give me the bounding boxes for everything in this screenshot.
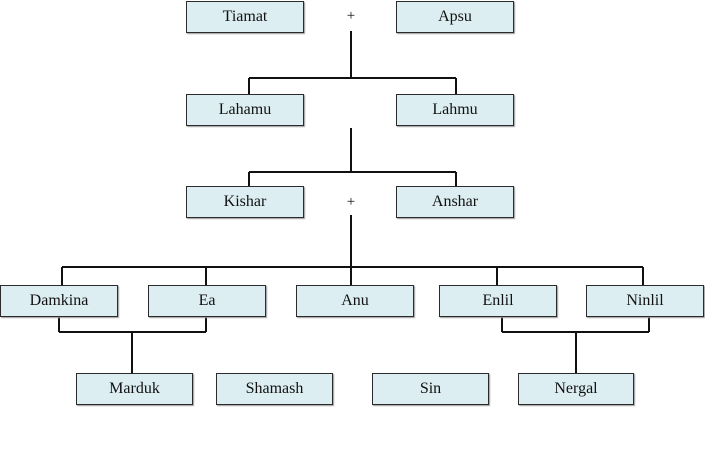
node-lahmu: Lahmu xyxy=(396,94,514,126)
union-plus-kishar-anshar: + xyxy=(346,194,356,210)
node-tiamat: Tiamat xyxy=(186,1,304,33)
node-ea: Ea xyxy=(148,285,266,317)
node-damkina: Damkina xyxy=(0,285,118,317)
node-lahamu: Lahamu xyxy=(186,94,304,126)
node-nergal: Nergal xyxy=(518,373,634,405)
node-anu: Anu xyxy=(296,285,414,317)
node-kishar: Kishar xyxy=(186,186,304,218)
node-ninlil: Ninlil xyxy=(586,285,704,317)
node-sin: Sin xyxy=(372,373,489,405)
node-enlil: Enlil xyxy=(439,285,557,317)
node-shamash: Shamash xyxy=(216,373,333,405)
node-anshar: Anshar xyxy=(396,186,514,218)
node-apsu: Apsu xyxy=(396,1,514,33)
node-marduk: Marduk xyxy=(76,373,193,405)
union-plus-tiamat-apsu: + xyxy=(346,8,356,24)
